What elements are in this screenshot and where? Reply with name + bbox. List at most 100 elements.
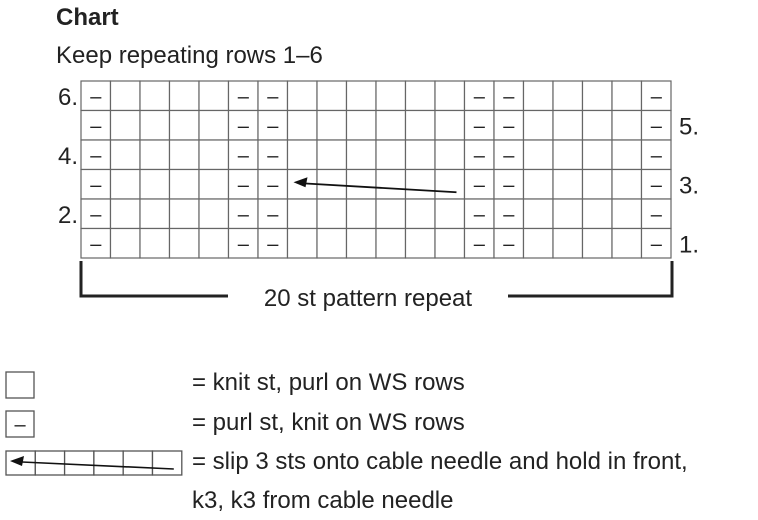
knit-cell [434, 80, 466, 112]
knit-cell [345, 109, 377, 141]
purl-mark: – [651, 204, 663, 226]
purl-mark: – [267, 204, 279, 226]
knit-cell [611, 109, 643, 141]
knit-cell [286, 109, 318, 141]
chart-row-4: –––––– [80, 139, 672, 171]
chart-subtitle: Keep repeating rows 1–6 [56, 42, 323, 69]
knit-cell [345, 139, 377, 171]
chart-title: Chart [56, 4, 119, 31]
purl-mark: – [474, 115, 486, 137]
purl-mark: – [267, 86, 279, 108]
knit-cell [404, 227, 436, 259]
knit-cell [168, 139, 200, 171]
purl-mark: – [474, 233, 486, 255]
purl-cell [493, 80, 525, 112]
legend-cable-symbol [5, 450, 183, 476]
knit-cell [139, 168, 171, 200]
knit-cell [375, 168, 407, 200]
purl-cell [227, 139, 259, 171]
purl-mark: – [238, 174, 250, 196]
purl-mark: – [90, 204, 102, 226]
purl-cell [463, 168, 495, 200]
purl-cell [640, 109, 672, 141]
knit-cell [375, 227, 407, 259]
knit-cell [581, 139, 613, 171]
purl-mark: – [90, 233, 102, 255]
repeat-bracket-left-line [79, 261, 228, 298]
knit-cell [109, 168, 141, 200]
knit-cell [286, 139, 318, 171]
knit-cell [198, 168, 230, 200]
knit-cell [375, 109, 407, 141]
row-labels: 6.5.4.3.2.1. [58, 84, 699, 259]
knit-cell [552, 198, 584, 230]
purl-cell [640, 198, 672, 230]
purl-mark: – [238, 204, 250, 226]
knit-cell [345, 227, 377, 259]
knit-cell [581, 168, 613, 200]
knit-cell [404, 139, 436, 171]
knit-cell [316, 139, 348, 171]
purl-mark: – [503, 115, 515, 137]
knit-cell [316, 227, 348, 259]
knit-cell [139, 198, 171, 230]
purl-cell [640, 139, 672, 171]
knit-cell [345, 198, 377, 230]
knit-cell [168, 109, 200, 141]
knit-cell [168, 80, 200, 112]
repeat-bracket-right-line [508, 261, 674, 298]
legend-cable-cell [151, 450, 183, 476]
row-label-3: 3. [679, 172, 699, 199]
chart-row-2: –––––– [80, 198, 672, 230]
knit-cell [404, 168, 436, 200]
purl-cell [80, 227, 112, 259]
knit-cell [109, 139, 141, 171]
chart-row-1: –––––– [80, 227, 672, 259]
knit-cell [611, 168, 643, 200]
knit-cell [286, 198, 318, 230]
knit-cell [198, 139, 230, 171]
knit-cell [286, 80, 318, 112]
knit-cell [611, 80, 643, 112]
row-label-6: 6. [58, 84, 78, 111]
purl-mark: – [238, 233, 250, 255]
knit-cell [581, 198, 613, 230]
purl-mark: – [651, 86, 663, 108]
purl-mark: – [474, 204, 486, 226]
legend-cable-cell [122, 450, 154, 476]
knit-cell [611, 198, 643, 230]
knit-cell [434, 227, 466, 259]
row-label-4: 4. [58, 143, 78, 170]
knit-cell [375, 139, 407, 171]
purl-mark: – [503, 233, 515, 255]
knit-cell [316, 198, 348, 230]
purl-mark: – [651, 115, 663, 137]
knit-cell [139, 227, 171, 259]
knit-cell [345, 168, 377, 200]
legend-cable-cell [93, 450, 124, 476]
cable-arrow-line [301, 182, 457, 194]
knit-cell [198, 109, 230, 141]
purl-cell [227, 109, 259, 141]
purl-mark: – [474, 86, 486, 108]
knit-cell [522, 109, 554, 141]
purl-mark: – [503, 86, 515, 108]
purl-mark: – [651, 233, 663, 255]
knit-cell [286, 227, 318, 259]
knit-cell [522, 198, 554, 230]
purl-mark: – [238, 145, 250, 167]
knit-cell [581, 109, 613, 141]
knit-cell [581, 227, 613, 259]
legend-cable-text-continuation: k3, k3 from cable needle [192, 487, 454, 514]
purl-cell [493, 139, 525, 171]
row-label-2: 2. [58, 202, 78, 229]
legend-cable-text: = slip 3 sts onto cable needle and hold … [192, 448, 688, 475]
purl-mark: – [503, 145, 515, 167]
knit-cell [522, 168, 554, 200]
repeat-bracket: 20 st pattern repeat [79, 261, 674, 312]
knit-cell [611, 227, 643, 259]
knit-cell [316, 109, 348, 141]
purl-cell [80, 198, 112, 230]
repeat-label: 20 st pattern repeat [264, 285, 472, 312]
